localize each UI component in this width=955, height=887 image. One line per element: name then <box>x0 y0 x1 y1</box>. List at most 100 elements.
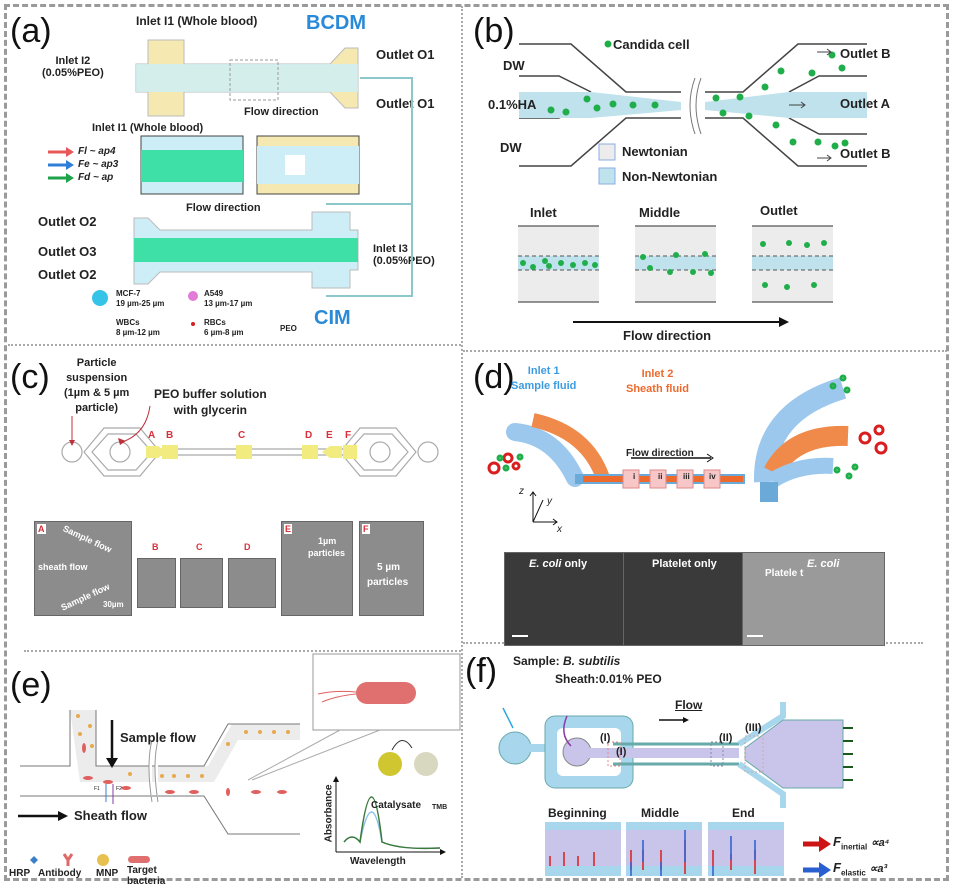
legend-antibody: Antibody <box>38 868 82 879</box>
stage-label-middle: Middle <box>639 205 681 220</box>
stage-label-beginning: Beginning <box>548 806 607 820</box>
ha-stream <box>519 92 681 118</box>
tmb-well <box>414 752 438 776</box>
segment-iii: iii <box>683 472 690 481</box>
series-catalysate <box>343 796 441 850</box>
row-divider-left-2 <box>24 650 461 652</box>
cim-channel <box>133 211 359 289</box>
outlet-tube-bottom <box>768 457 834 487</box>
outlet-o2-top-label: Outlet O2 <box>38 214 97 229</box>
outlet-arrows <box>843 727 853 781</box>
outlet-b-top-label: Outlet B <box>840 46 891 61</box>
panel-label-a: (a) <box>10 12 52 50</box>
panel-d-diagram <box>487 374 888 526</box>
outlet-arrows <box>789 48 832 162</box>
force-lift-label: Fl ~ ap4 <box>78 146 116 157</box>
column-divider <box>461 6 463 878</box>
row-divider-left-1 <box>8 344 461 346</box>
f-elastic-label: Felastic ∝a³ <box>833 860 888 878</box>
outlet-o3-label: Outlet O3 <box>38 244 97 259</box>
bacterium-zoom <box>356 682 416 704</box>
outlet-o1-top-label: Outlet O1 <box>376 47 435 62</box>
outlet-a-label: Outlet A <box>840 96 891 111</box>
legend-peo: PEO <box>280 324 297 333</box>
y-axis-label: Absorbance <box>323 784 335 843</box>
marker-c: C <box>238 430 246 441</box>
segment-i: i <box>633 472 636 481</box>
legend-rbc-marker <box>191 322 195 326</box>
axes-icon <box>529 491 558 526</box>
outlet-o1-bottom-label: Outlet O1 <box>376 96 435 111</box>
micrograph-d-tag: D <box>244 542 251 552</box>
region-label-ii: (II) <box>719 732 733 744</box>
flow-direction-label-1: Flow direction <box>244 106 319 118</box>
force-f1-label: F1 <box>94 786 100 792</box>
micrograph-f: F 5 µm particles <box>359 521 424 616</box>
tmb-label: TMB <box>432 804 448 811</box>
segment-iv: iv <box>709 472 716 481</box>
ha-label: 0.1%HA <box>488 97 537 112</box>
force-f2-label: F2 <box>116 786 122 792</box>
force-elastic-label: Fe ~ ap3 <box>78 159 119 170</box>
marker-a: A <box>148 430 156 441</box>
outlet-a-stream <box>705 92 867 118</box>
region-label-iii: (III) <box>745 722 762 734</box>
panel-b: (b) <box>463 0 948 350</box>
micrograph-e: E 1µm particles <box>281 521 353 616</box>
force-legend <box>48 147 74 183</box>
figure-frame <box>4 4 949 881</box>
series-tmb <box>343 811 441 850</box>
inlet-i1-top-label: Inlet I1 (Whole blood) <box>136 14 258 28</box>
marker-d: D <box>305 430 313 441</box>
inlet-i1-mid-label: Inlet I1 (Whole blood) <box>92 122 204 134</box>
axis-x: x <box>557 524 562 535</box>
panel-a: (a) Inlet I1 (Whole blood) BCDM Inlet I2… <box>0 0 460 344</box>
flow-direction-label-2: Flow direction <box>186 202 261 214</box>
catalysate-well <box>378 752 402 776</box>
micrograph-c <box>180 558 223 608</box>
legend-a549-marker <box>188 291 198 301</box>
marker-e: E <box>326 430 333 441</box>
image-ecoli-only: E. coli only <box>504 552 624 646</box>
sample-label: Sample: B. subtilis <box>513 654 621 668</box>
outlet-tube-middle <box>764 425 849 478</box>
row-divider-right-1 <box>463 350 947 352</box>
region-label-i-1: (I) <box>600 732 611 744</box>
panel-label-d: (d) <box>473 358 515 396</box>
mnp-dots <box>76 714 290 778</box>
panel-f: (f) Sample: B. subtilis Sheath:0.01% PEO… <box>463 644 948 882</box>
dw-top-label: DW <box>503 58 525 73</box>
sheath-flow-label: Sheath flow <box>74 808 147 823</box>
outlet-b-bottom-label: Outlet B <box>840 146 891 161</box>
bcdm-channel <box>135 39 359 117</box>
flow-direction-label: Flow direction <box>623 328 712 343</box>
legend-mcf7-marker <box>92 290 108 306</box>
candida-cells <box>547 40 849 150</box>
highlight-regions <box>146 445 357 459</box>
panel-e: (e) <box>0 652 461 887</box>
f-inertial-label: Finertial ∝a⁴ <box>833 834 890 852</box>
inlet-i2-label: Inlet I2(0.05%PEO) <box>42 55 104 79</box>
image-mixed: E. coli Platele t <box>742 552 885 646</box>
sample-inlet <box>498 731 532 765</box>
catalysate-label: Catalysate <box>371 800 422 811</box>
stage-label-outlet: Outlet <box>760 203 798 218</box>
legend-hrp: HRP <box>9 868 31 879</box>
flow-label: Flow <box>675 698 703 712</box>
marker-b: B <box>166 430 174 441</box>
flow-direction-label: Flow direction <box>626 448 694 459</box>
panel-e-diagram <box>18 653 461 866</box>
cim-title: CIM <box>314 307 351 329</box>
micrograph-a: A Sample flow sheath flow Sample flow 30… <box>34 521 132 616</box>
stage-boxes <box>518 225 833 303</box>
bacteria <box>82 743 287 796</box>
particles <box>487 374 888 480</box>
